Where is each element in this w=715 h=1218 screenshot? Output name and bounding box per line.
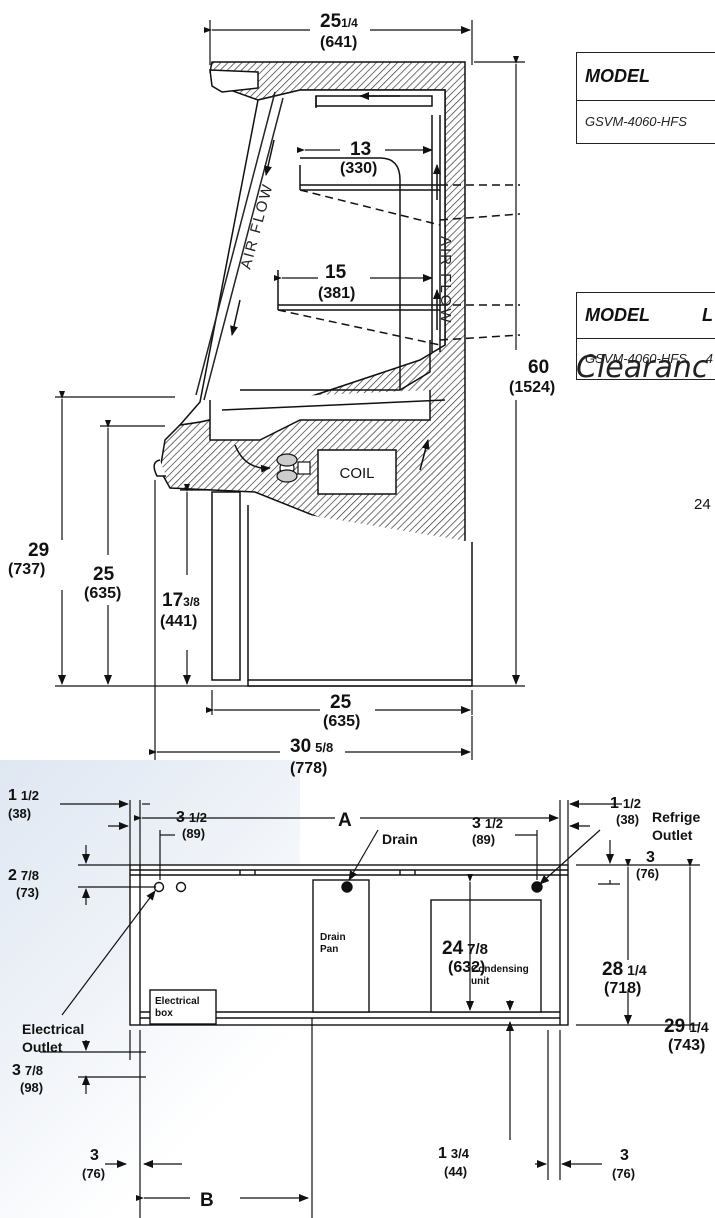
condensing-label-2: unit [471, 976, 490, 987]
front-glass [195, 91, 284, 401]
electrical-outlet-hole-2 [175, 881, 187, 893]
dim-base-width-mm: (635) [323, 713, 360, 730]
airflow-right-label: AIR FLOW [437, 236, 454, 325]
model-table-2-row-partial: 4 [705, 350, 713, 366]
coil-box [317, 449, 397, 495]
dim-bottom-left: 3 [90, 1147, 99, 1164]
side-dim-lines [55, 20, 525, 760]
dim-base-width: 25 [330, 692, 352, 713]
dim-b: B [200, 1190, 214, 1211]
plan-view [129, 864, 569, 1026]
condensing-unit [430, 899, 542, 1013]
fan-icon [276, 453, 311, 483]
refrig-outlet-label-1: Refrige [652, 809, 700, 825]
condensing-label-1: Condensing [471, 964, 529, 975]
plan-dim-lines [40, 800, 700, 1218]
coil-label: COIL [339, 465, 374, 482]
drain-pan [312, 879, 370, 1013]
dim-right-inset-mm: (89) [472, 832, 495, 847]
dim-right-depth1-mm: (718) [604, 980, 641, 997]
dim-right-top: 3 [646, 849, 655, 866]
dim-bottom-left-mm: (76) [82, 1166, 105, 1181]
dim-shelf-upper: 13 [350, 139, 371, 160]
electrical-outlet-label-2: Outlet [22, 1039, 63, 1055]
model-table-2-header-partial: L [702, 305, 713, 325]
drain-pan-label-1: Drain [320, 932, 346, 943]
dim-shelf-upper-mm: (330) [340, 160, 377, 177]
dim-height-base: 173/8 [162, 590, 200, 611]
model-table-2: MODEL L GSVM-4060-HFS 4 [576, 292, 715, 380]
dim-width-top-mm: (641) [320, 34, 357, 51]
shelf-lower-dash [277, 309, 441, 346]
dim-height-deck-mm: (737) [8, 561, 45, 578]
shelf-lower-line [278, 304, 440, 311]
dim-bottom-right-mm: (76) [612, 1166, 635, 1181]
dim-a: A [338, 810, 352, 831]
rear-duct [431, 115, 441, 352]
model-table-1-header: MODEL [577, 53, 715, 101]
electrical-box-label-1: Electrical [155, 996, 200, 1007]
dim-shelf-lower: 15 [325, 262, 347, 283]
model-table-1: MODEL GSVM-4060-HFS [576, 52, 715, 144]
dim-right-offset-mm: (38) [616, 812, 639, 827]
dim-right-depth2-mm: (743) [668, 1037, 705, 1054]
dim-left-offset-mm: (38) [8, 806, 31, 821]
model-table-2-row-model: GSVM-4060-HFS [585, 350, 687, 366]
side-view [153, 61, 521, 687]
dim-bottom-right: 3 [620, 1147, 629, 1164]
dim-height-lip: 25 [93, 564, 115, 585]
drain-label: Drain [382, 831, 418, 847]
dim-inner-depth-mm: (632) [448, 959, 485, 976]
electrical-box-label-2: box [155, 1008, 173, 1019]
dim-height-total-mm: (1524) [509, 379, 555, 396]
shelf-upper-dash [299, 189, 441, 226]
refrig-outlet-label-2: Outlet [652, 827, 693, 843]
model-table-2-row: GSVM-4060-HFS 4 [577, 339, 715, 377]
dim-shelf-lower-mm: (381) [318, 285, 355, 302]
dim-height-base-mm: (441) [160, 613, 197, 630]
model-table-2-header-model: MODEL [585, 305, 650, 325]
clearance-value: 24 [694, 496, 711, 513]
base-cabinet [211, 491, 473, 681]
canopy [209, 69, 259, 93]
drain-pan-label-2: Pan [320, 944, 338, 955]
model-table-2-header: MODEL L [577, 293, 715, 339]
clearance-title: Clearanc [576, 350, 709, 385]
shelf-upper-line [300, 184, 440, 191]
dim-left-low-mm: (98) [20, 1080, 43, 1095]
dim-height-total: 60 [528, 357, 549, 378]
cabinet-interior [178, 89, 446, 427]
dim-left-inset-mm: (89) [182, 826, 205, 841]
dim-overall-depth-mm: (778) [290, 760, 327, 777]
electrical-box [149, 989, 217, 1025]
electrical-outlet-label-1: Electrical [22, 1021, 84, 1037]
dim-left-top-mm: (73) [16, 885, 39, 900]
drain-hole [341, 881, 353, 893]
airflow-arrows [230, 92, 441, 473]
dim-right-top-mm: (76) [636, 866, 659, 881]
model-table-1-row: GSVM-4060-HFS [585, 113, 687, 129]
dim-width-top: 251/4 [320, 11, 358, 32]
dim-height-deck: 29 [28, 540, 49, 561]
dim-bottom-mid-mm: (44) [444, 1164, 467, 1179]
dim-height-lip-mm: (635) [84, 585, 121, 602]
